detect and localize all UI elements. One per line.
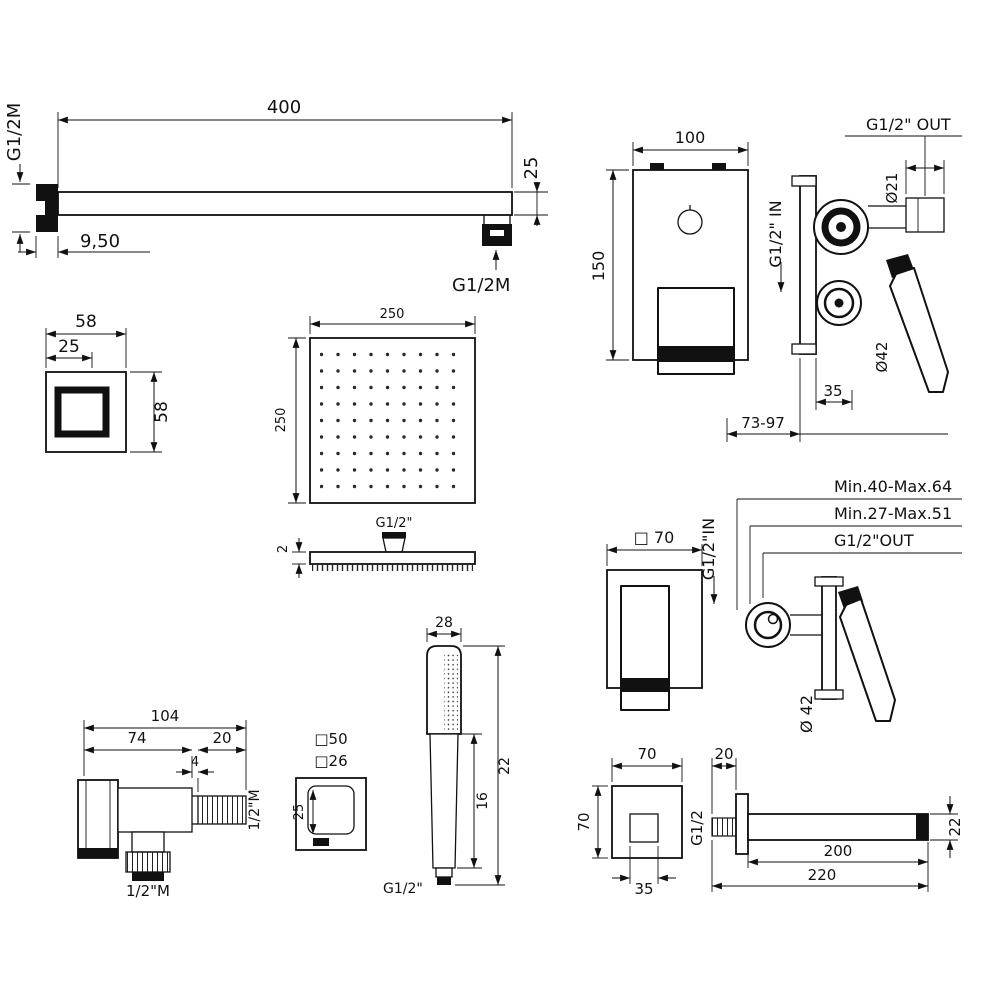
- mixer-handle-diameter-label: Ø42: [873, 342, 891, 373]
- hand-shower-handle-length-label: 16: [475, 792, 491, 810]
- union-total-length-label: 104: [151, 707, 180, 725]
- spout-inner-width-label: 35: [634, 880, 653, 898]
- flange-dimensions: [45, 328, 162, 453]
- mixer-side-outline: [791, 175, 949, 393]
- union-dimensions: [83, 720, 247, 792]
- wall-spout-view: 70 70 35 20 G1/2 200 220 22: [575, 745, 964, 898]
- escutcheon-depth-label: 25: [292, 804, 307, 821]
- mixer-height-label: 150: [589, 251, 608, 282]
- mixer-outlet-diameter-label: Ø21: [883, 173, 901, 204]
- arm-length-label: 400: [267, 97, 301, 118]
- head-thread-label: G1/2": [376, 516, 413, 531]
- single-mixer-side-dimensions: [710, 498, 962, 610]
- single-mixer-depth-range2-label: Min.27-Max.51: [834, 504, 952, 523]
- escutcheon-inner-size-label: □26: [314, 752, 347, 770]
- hand-shower-total-length-label: 22: [497, 757, 513, 775]
- hand-shower-outline: [426, 645, 462, 885]
- mixer-inlet-label: G1/2" IN: [766, 200, 785, 267]
- flange-outline: [45, 371, 127, 453]
- single-mixer-outlet-label: G1/2"OUT: [834, 531, 914, 550]
- spout-total-reach-label: 220: [808, 866, 837, 884]
- head-height-label: 250: [274, 408, 289, 433]
- escutcheon-outline: [295, 777, 367, 851]
- mixer-width-label: 100: [675, 128, 706, 147]
- hand-shower-dimensions: [426, 628, 505, 886]
- spout-outline: [611, 785, 929, 859]
- spout-dimensions: [592, 758, 958, 892]
- escutcheon-outer-size-label: □50: [314, 730, 347, 748]
- head-dimensions: [288, 316, 476, 578]
- arm-wall-thread-label: G1/2M: [4, 103, 25, 161]
- single-mixer-inlet-label: G1/2"IN: [699, 518, 718, 580]
- spout-flange-width-label: 70: [637, 745, 656, 763]
- flange-detail-view: 58 25 58: [45, 312, 172, 453]
- mixer-front-view: 100 150: [589, 128, 749, 375]
- mixer-knob-depth-label: 35: [823, 382, 842, 400]
- single-mixer-side-outline: [745, 576, 896, 722]
- spout-stub-length-label: 20: [714, 745, 733, 763]
- spout-height-label: 22: [946, 817, 964, 836]
- mixer-wall-depth-range-label: 73-97: [741, 414, 785, 432]
- mixer-side-view: G1/2" OUT G1/2" IN Ø21 Ø42 35 73-97: [726, 115, 962, 442]
- hand-shower-view: 28 22 16 G1/2": [383, 615, 513, 897]
- mixer-front-dimensions: [606, 142, 749, 361]
- head-width-label: 250: [380, 307, 405, 322]
- shower-arm-view: 400 G1/2M 25 9,50 G1/2M: [4, 97, 548, 296]
- flange-width-label: 58: [75, 312, 97, 332]
- arm-end-thread-label: G1/2M: [452, 275, 510, 296]
- flange-height-label: 58: [152, 401, 172, 423]
- arm-tube-height-label: 25: [521, 157, 542, 180]
- escutcheon-view: □50 □26 25: [292, 730, 367, 851]
- head-thickness-label: 2: [276, 545, 291, 553]
- shower-head-view: 250 250 G1/2" 2: [274, 307, 476, 578]
- single-mixer-front-dimensions: [606, 544, 703, 566]
- shower-arm-outline: [36, 184, 513, 246]
- wall-union-view: 104 74 20 4 1/2"M 1/2"M: [77, 707, 263, 900]
- union-thread-length-label: 20: [212, 729, 231, 747]
- single-mixer-side-view: Min.40-Max.64 Min.27-Max.51 G1/2"OUT G1/…: [699, 477, 962, 733]
- union-side-thread-label: 1/2"M: [247, 789, 263, 830]
- head-outline: [309, 337, 476, 571]
- single-mixer-size-label: □ 70: [634, 528, 675, 547]
- hand-shower-width-label: 28: [435, 615, 453, 631]
- spout-thread-label: G1/2: [688, 810, 706, 846]
- single-mixer-front-outline: [606, 569, 703, 711]
- mixer-outlet-label: G1/2" OUT: [866, 115, 951, 134]
- union-outline: [77, 779, 247, 881]
- mixer-front-outline: [632, 163, 749, 375]
- hand-shower-thread-label: G1/2": [383, 881, 423, 897]
- union-bottom-thread-label: 1/2"M: [126, 882, 170, 900]
- shower-arm-dimensions: [12, 112, 548, 270]
- spout-flange-height-label: 70: [575, 812, 593, 831]
- union-step-label: 4: [191, 755, 199, 770]
- single-mixer-diameter-label: Ø 42: [797, 695, 816, 733]
- spout-reach-label: 200: [824, 842, 853, 860]
- union-body-length-label: 74: [127, 729, 146, 747]
- arm-flange-depth-label: 9,50: [80, 231, 120, 252]
- flange-inner-width-label: 25: [58, 337, 80, 357]
- single-mixer-front-view: □ 70: [606, 528, 703, 711]
- single-mixer-depth-range1-label: Min.40-Max.64: [834, 477, 952, 496]
- mixer-side-dimensions: [726, 135, 962, 442]
